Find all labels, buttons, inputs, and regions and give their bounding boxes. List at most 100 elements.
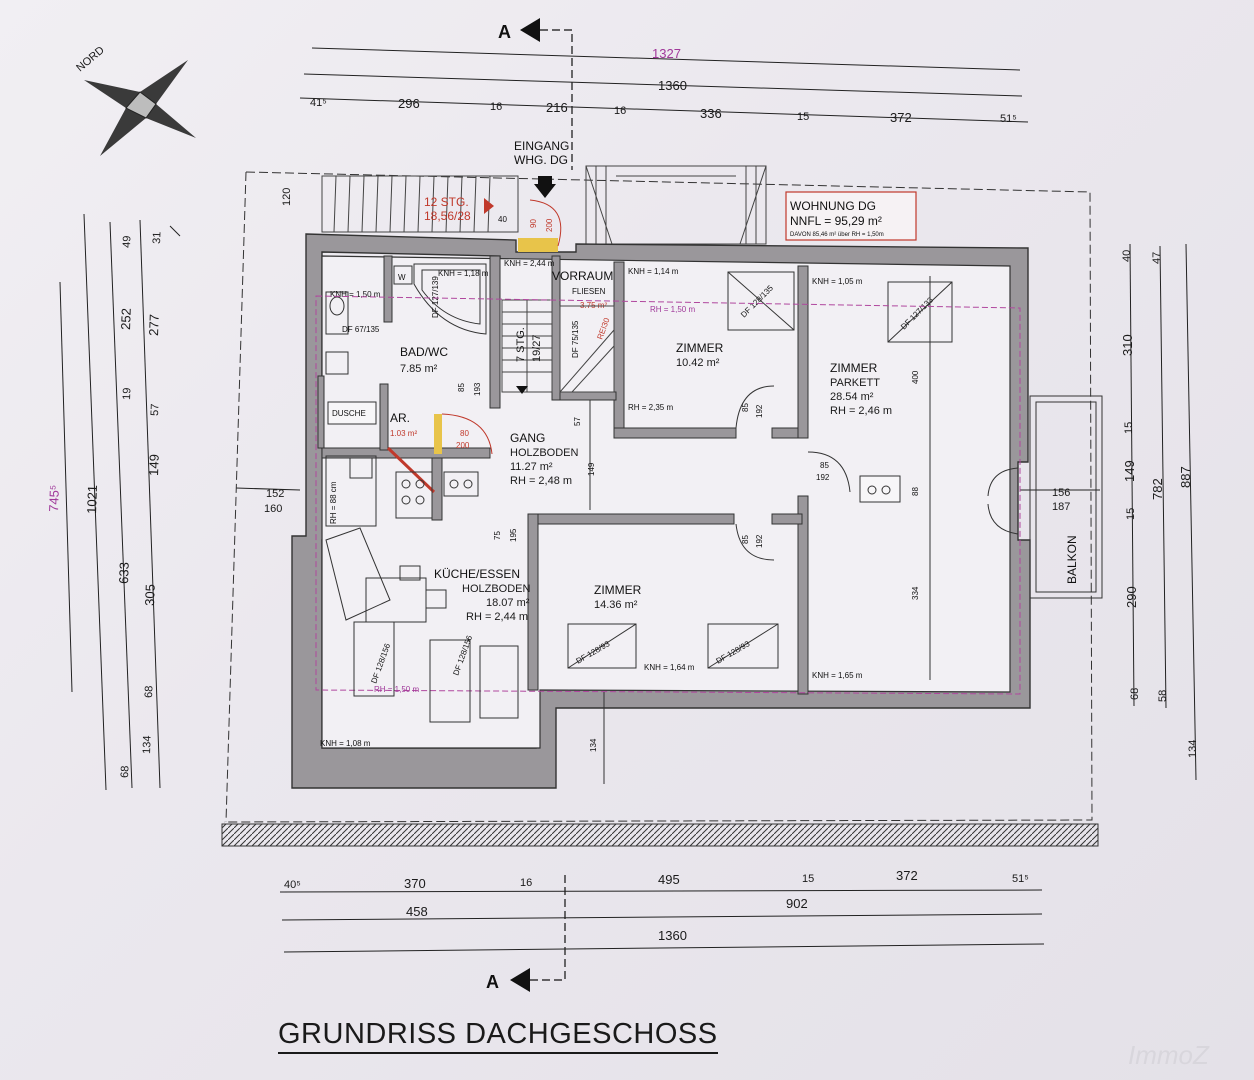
stg7-label: 7 STG.: [515, 327, 527, 362]
room-ar-name: AR.: [390, 411, 410, 425]
balcony: [1029, 395, 1103, 599]
svg-text:192: 192: [755, 534, 764, 548]
svg-text:75: 75: [493, 531, 502, 540]
svg-text:200: 200: [456, 441, 470, 450]
rh150a-label: RH = 1,50 m: [650, 305, 695, 314]
svg-text:58: 58: [1157, 690, 1169, 702]
svg-text:495: 495: [658, 872, 680, 887]
svg-text:252: 252: [118, 308, 134, 330]
svg-text:149: 149: [587, 462, 596, 476]
dim-left-152: 152: [266, 488, 284, 500]
dim-120: 120: [281, 188, 293, 206]
svg-text:40: 40: [1121, 250, 1133, 262]
svg-text:305: 305: [142, 584, 158, 606]
drawing-title: GRUNDRISS DACHGESCHOSS: [278, 1016, 718, 1054]
svg-text:15: 15: [1123, 422, 1135, 434]
room-zimmer2-name: ZIMMER: [830, 361, 878, 375]
svg-text:782: 782: [1150, 478, 1165, 500]
stairs-top-label1: 12 STG.: [424, 195, 469, 209]
svg-text:16: 16: [490, 101, 502, 113]
dim-right-187: 187: [1052, 501, 1070, 513]
room-zimmer3-area: 14.36 m²: [594, 599, 638, 611]
svg-text:85: 85: [820, 461, 829, 470]
room-kueche-name: KÜCHE/ESSEN: [434, 567, 520, 581]
svg-text:216: 216: [546, 100, 568, 115]
svg-text:370: 370: [404, 876, 426, 891]
room-zimmer1-name: ZIMMER: [676, 341, 724, 355]
svg-text:41⁵: 41⁵: [310, 97, 327, 109]
room-zimmer2-rh: RH = 2,46 m: [830, 405, 892, 417]
svg-text:57: 57: [149, 403, 161, 416]
svg-text:85: 85: [457, 383, 466, 392]
svg-text:57: 57: [573, 417, 582, 426]
eave-gutter: [221, 823, 1099, 847]
room-kueche-knh: KNH = 1,08 m: [320, 739, 371, 748]
knh244-label: KNH = 2,44 m: [504, 259, 555, 268]
dimension-lines-bottom: [279, 889, 1045, 953]
svg-text:290: 290: [1124, 586, 1139, 608]
svg-text:90: 90: [529, 219, 538, 228]
svg-text:68: 68: [119, 765, 131, 778]
dim-left-col3: 31 277 57 149 305 68 134: [141, 231, 163, 754]
svg-text:134: 134: [589, 738, 598, 752]
svg-text:A: A: [486, 972, 499, 992]
svg-text:134: 134: [141, 735, 154, 754]
knh165-label: KNH = 1,65 m: [812, 671, 863, 680]
svg-text:134: 134: [1187, 740, 1199, 758]
room-bad-name: BAD/WC: [400, 345, 448, 359]
svg-text:192: 192: [816, 473, 830, 482]
entrance-arrow-icon: [534, 184, 556, 198]
room-zimmer3-name: ZIMMER: [594, 583, 642, 597]
upper-stairs-right: [585, 165, 767, 245]
svg-text:334: 334: [911, 586, 920, 600]
svg-text:400: 400: [911, 370, 920, 384]
dim-left-160: 160: [264, 503, 282, 515]
svg-text:88: 88: [911, 487, 920, 496]
washer-label: W: [398, 273, 406, 282]
svg-text:149: 149: [146, 454, 162, 476]
bath-fixtures: [325, 263, 487, 375]
room-vorraum-sub: FLIESEN: [572, 287, 606, 296]
dim-left-col2: 49 252 19 633 68: [116, 235, 134, 778]
svg-text:47: 47: [1151, 252, 1163, 264]
knh118-label: KNH = 1,18 m: [438, 269, 489, 278]
dim-right-col2: 47 782 58: [1150, 252, 1169, 702]
svg-text:193: 193: [473, 382, 482, 396]
dim-right-col1: 40 310 15 149 15 290 68: [1120, 250, 1141, 700]
room-ar-area: 1.03 m²: [390, 429, 417, 438]
kitchen-fixtures: [325, 455, 519, 723]
section-marker-bottom: A: [486, 872, 566, 992]
room-zimmer2-sub: PARKETT: [830, 377, 880, 389]
room-zimmer1-rh: RH = 2,35 m: [628, 403, 673, 412]
svg-text:15: 15: [1125, 508, 1137, 520]
north-label: NORD: [74, 44, 107, 74]
dim-bottom-total: 1360: [658, 928, 687, 943]
svg-text:336: 336: [700, 106, 722, 121]
entrance-label1: EINGANG: [514, 139, 569, 153]
svg-text:200: 200: [545, 218, 554, 232]
room-dusche: DUSCHE: [332, 409, 366, 418]
room-gang-area: 11.27 m²: [510, 461, 553, 473]
svg-text:51⁵: 51⁵: [1000, 113, 1017, 125]
room-zimmer1-area: 10.42 m²: [676, 357, 720, 369]
section-marker-top: A: [498, 18, 573, 170]
room-zimmer2-area: 28.54 m²: [830, 391, 874, 403]
unit-area: NNFL = 95,29 m²: [790, 214, 882, 228]
room-vorraum-name: VORRAUM: [552, 269, 613, 283]
interior-stairs: [501, 299, 615, 393]
svg-text:296: 296: [398, 96, 420, 111]
dimension-lines-right: [1129, 243, 1197, 781]
svg-text:31: 31: [151, 231, 163, 244]
room-bad-area: 7.85 m²: [400, 363, 438, 375]
room-gang-name: GANG: [510, 431, 545, 445]
north-arrow-icon: NORD: [74, 44, 196, 156]
dim-top-total-magenta: 1327: [652, 46, 681, 61]
dim-left-total-magenta: 745⁵: [46, 485, 62, 513]
svg-text:15: 15: [802, 873, 814, 885]
svg-text:15: 15: [797, 111, 809, 123]
stg7-b-label: 19/27: [531, 334, 543, 362]
dim-right-col3: 887 134: [1178, 466, 1199, 758]
rh150b-label: RH = 1,50 m: [374, 685, 419, 694]
svg-text:51⁵: 51⁵: [1012, 873, 1029, 885]
svg-text:85: 85: [741, 535, 750, 544]
